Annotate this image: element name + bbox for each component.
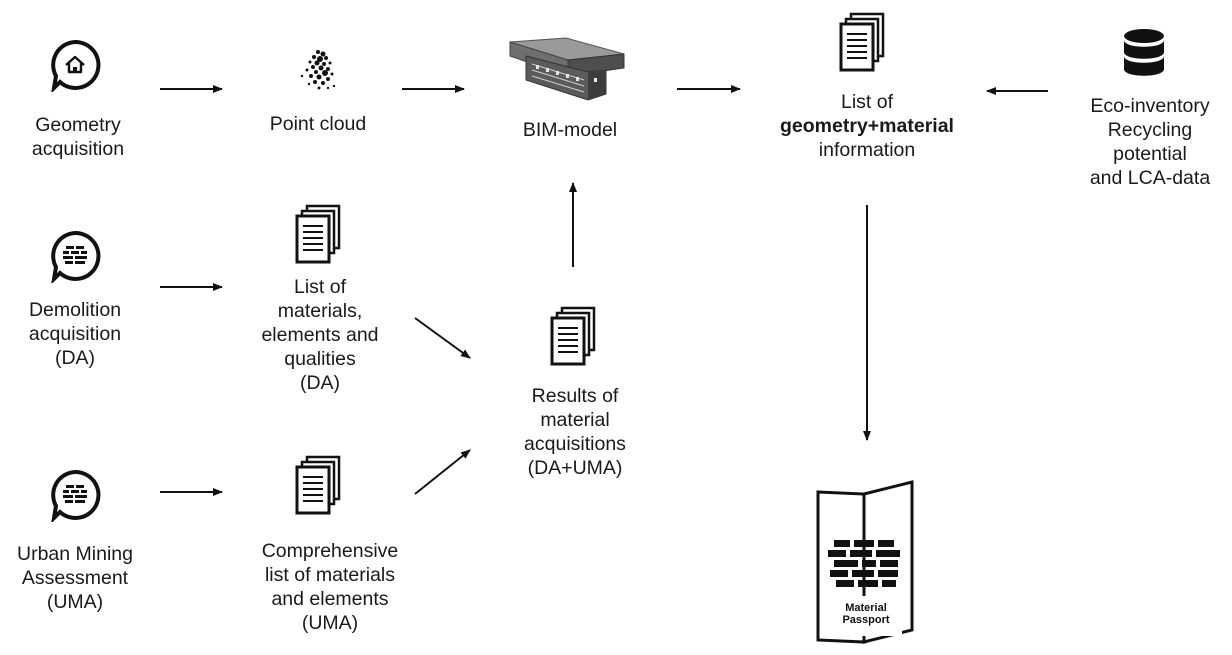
label-line: acquisition: [31, 138, 125, 160]
label-line: Geometry: [35, 114, 121, 136]
label-line: (UMA): [46, 591, 104, 613]
label-line: elements and: [261, 324, 379, 346]
label-line: (DA+UMA): [527, 457, 623, 479]
demolition-acquisition-label: Demolition acquisition (DA): [10, 298, 140, 370]
results-label: Results of material acquisitions (DA+UMA…: [505, 384, 645, 480]
label-line: acquisitions: [524, 433, 626, 455]
point-cloud-icon: [300, 50, 336, 90]
eco-inventory-label: Eco-inventory Recycling potential and LC…: [1070, 94, 1230, 190]
documents-icon: [839, 12, 885, 72]
list-da-label: List of materials, elements and qualitie…: [255, 275, 385, 395]
label-line: information: [818, 139, 916, 161]
label-line: Demolition: [28, 299, 122, 321]
label-line: list of materials: [264, 564, 396, 586]
documents-icon: [295, 455, 341, 515]
geometry-acquisition-label: Geometry acquisition: [18, 113, 138, 161]
database-icon: [1124, 29, 1164, 76]
home-pin-icon: [51, 39, 101, 92]
label-line: Recycling: [1107, 119, 1193, 141]
label-line: materials,: [277, 300, 363, 322]
label-line: (UMA): [301, 612, 359, 634]
label-line: (DA): [54, 347, 96, 369]
label-line: List of: [840, 91, 894, 113]
point-cloud-label: Point cloud: [269, 113, 367, 135]
label-line: and elements: [271, 588, 389, 610]
material-passport-icon: [816, 480, 914, 644]
label-line: Comprehensive: [261, 540, 399, 562]
arrow-listuma-to-results: [414, 449, 471, 495]
documents-icon: [550, 306, 596, 366]
label-line: potential: [1113, 143, 1187, 165]
label-line: Results of: [531, 385, 619, 407]
material-passport-label: Material Passport: [830, 602, 902, 626]
label-line: List of: [293, 276, 347, 298]
label-line: (DA): [299, 372, 341, 394]
brick-wall-pin-icon: [51, 469, 101, 522]
brick-wall-pin-icon: [51, 230, 101, 283]
label-line: Assessment: [21, 567, 129, 589]
documents-icon: [295, 204, 341, 264]
geometry-material-list-label: List of geometry+material information: [745, 90, 989, 162]
label-line: geometry+material: [780, 115, 954, 137]
label-line: Passport: [842, 614, 890, 626]
label-line: acquisition: [28, 323, 122, 345]
urban-mining-assessment-label: Urban Mining Assessment (UMA): [0, 542, 150, 614]
bim-model-label: BIM-model: [522, 119, 618, 141]
list-uma-label: Comprehensive list of materials and elem…: [240, 539, 420, 635]
building-3d-icon: [509, 37, 625, 101]
label-line: Eco-inventory: [1090, 95, 1210, 117]
label-line: and LCA-data: [1089, 167, 1211, 189]
arrow-listda-to-results: [414, 317, 471, 359]
label-line: Urban Mining: [17, 543, 133, 565]
label-line: qualities: [284, 348, 356, 370]
label-line: material: [540, 409, 610, 431]
label-line: Material: [845, 602, 887, 614]
